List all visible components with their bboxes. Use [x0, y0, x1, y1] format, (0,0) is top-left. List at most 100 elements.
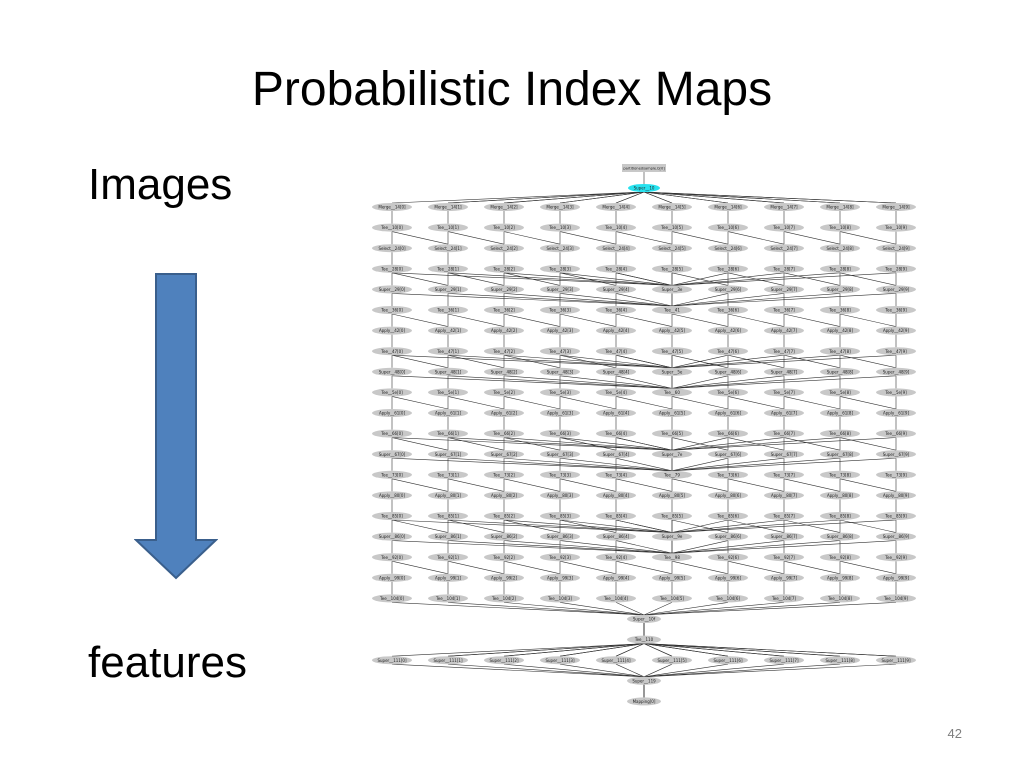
svg-text:Tee__92[7]: Tee__92[7] — [772, 555, 795, 560]
graph-node: Tee__73[2] — [484, 470, 524, 479]
svg-text:Merge__14[3]: Merge__14[3] — [546, 205, 574, 210]
graph-edge — [447, 354, 673, 369]
svg-text:Apply__61[6]: Apply__61[6] — [715, 411, 741, 416]
svg-text:Super__5e: Super__5e — [662, 369, 683, 374]
svg-text:Select__24[4]: Select__24[4] — [602, 246, 630, 251]
graph-edge — [727, 272, 785, 286]
svg-text:Tee__10[0]: Tee__10[0] — [380, 225, 403, 230]
graph-edge — [839, 272, 897, 286]
graph-node: Tee__5e[2] — [484, 388, 524, 397]
svg-text:Tee__92[9]: Tee__92[9] — [884, 555, 907, 560]
graph-node: Tee__10[1] — [428, 223, 468, 232]
graph-node: Super__29[8] — [820, 285, 860, 294]
svg-text:Tee__73[1]: Tee__73[1] — [436, 472, 459, 477]
graph-edge — [615, 560, 673, 575]
graph-node: Tee__10[6] — [708, 223, 748, 232]
svg-text:Merge__14[4]: Merge__14[4] — [602, 205, 630, 210]
graph-edge — [559, 643, 645, 657]
graph-node: Tee__73[7] — [764, 470, 804, 479]
graph-node: Tee__73[9] — [876, 470, 916, 479]
svg-text:Tee__10[8]: Tee__10[8] — [828, 225, 851, 230]
graph-node: Apply__42[6] — [708, 326, 748, 335]
graph-edge — [727, 560, 785, 575]
svg-text:Tee__36[4]: Tee__36[4] — [604, 308, 627, 313]
svg-text:Tee__47[3]: Tee__47[3] — [548, 349, 571, 354]
svg-text:Tee__92[1]: Tee__92[1] — [436, 555, 459, 560]
graph-edge — [447, 519, 673, 533]
svg-text:Tee__41: Tee__41 — [663, 308, 680, 313]
graph-node: Select__24[3] — [540, 244, 580, 253]
graph-node: Tee__104[5] — [652, 594, 692, 603]
graph-node: Tee__10[7] — [764, 223, 804, 232]
graph-node: Super__111[1] — [428, 656, 468, 665]
graph-edge — [615, 478, 673, 492]
svg-text:Tee__73[6]: Tee__73[6] — [716, 472, 739, 477]
svg-text:Select__24[1]: Select__24[1] — [434, 246, 462, 251]
svg-text:Apply__42[9]: Apply__42[9] — [883, 328, 909, 333]
graph-edge — [671, 375, 729, 389]
graph-edge — [391, 313, 449, 327]
graph-edge — [671, 560, 729, 575]
graph-edge — [503, 643, 645, 657]
graph-node: Merge__14[9] — [876, 203, 916, 211]
graph-node: Super__48[6] — [708, 367, 748, 376]
svg-text:Tee__5e[1]: Tee__5e[1] — [436, 390, 459, 395]
graph-node: Tee__92[7] — [764, 553, 804, 562]
graph-node: Merge__14[5] — [652, 203, 692, 211]
svg-text:Tee__10[6]: Tee__10[6] — [716, 225, 739, 230]
svg-text:Tee__10[1]: Tee__10[1] — [436, 225, 459, 230]
graph-edge — [839, 231, 897, 245]
graph-node: Select__24[2] — [484, 244, 524, 253]
graph-edge — [671, 540, 841, 554]
graph-node: Apply__42[1] — [428, 326, 468, 335]
svg-text:Apply__80[8]: Apply__80[8] — [827, 493, 853, 498]
slide-title: Probabilistic Index Maps — [251, 63, 773, 116]
graph-node: Tee__85[5] — [652, 512, 692, 520]
graph-node: Super__67[4] — [596, 450, 636, 459]
graph-node: Super__48[1] — [428, 367, 468, 376]
graph-node: Tee__92[0] — [372, 553, 412, 562]
svg-text:Tee__66[5]: Tee__66[5] — [660, 431, 683, 436]
graph-node: Tee__73[0] — [372, 470, 412, 479]
svg-text:Select__24[3]: Select__24[3] — [546, 246, 574, 251]
graph-edge — [503, 478, 561, 492]
svg-text:Tee__73[7]: Tee__73[7] — [772, 472, 795, 477]
svg-text:Apply__99[4]: Apply__99[4] — [603, 575, 629, 580]
svg-text:Apply__80[1]: Apply__80[1] — [435, 493, 461, 498]
svg-text:Tee__36[1]: Tee__36[1] — [436, 308, 459, 313]
graph-node: Select__24[6] — [708, 244, 748, 253]
graph-node: Apply__99[8] — [820, 573, 860, 582]
graph-node: Tee__85[8] — [820, 512, 860, 520]
svg-text:Tee__36[0]: Tee__36[0] — [380, 308, 403, 313]
svg-text:Tee__36[6]: Tee__36[6] — [716, 308, 739, 313]
graph-node: Super__111[3] — [540, 656, 580, 665]
graph-edge — [447, 519, 505, 533]
svg-text:Tee__66[1]: Tee__66[1] — [436, 431, 459, 436]
svg-text:Apply__99[5]: Apply__99[5] — [659, 575, 685, 580]
graph-edge — [447, 272, 673, 286]
graph-edge — [391, 478, 449, 492]
graph-source-node: Super__10 — [628, 184, 660, 192]
svg-text:Merge__14[7]: Merge__14[7] — [770, 205, 798, 210]
graph-node: Super__3e — [652, 285, 692, 294]
svg-text:Tee__47[1]: Tee__47[1] — [436, 349, 459, 354]
svg-text:Apply__80[5]: Apply__80[5] — [659, 493, 685, 498]
graph-node: Super__29[9] — [876, 285, 916, 294]
graph-edge — [671, 457, 841, 472]
svg-text:Merge__14[2]: Merge__14[2] — [490, 205, 518, 210]
svg-text:Tee__66[6]: Tee__66[6] — [716, 431, 739, 436]
graph-node: Tee__66[0] — [372, 429, 412, 438]
svg-text:Merge__14[0]: Merge__14[0] — [378, 205, 406, 210]
svg-text:Tee__10[5]: Tee__10[5] — [660, 225, 683, 230]
graph-node: Apply__80[3] — [540, 491, 580, 500]
graph-node: Select__24[9] — [876, 244, 916, 253]
graph-node: Tee__104[6] — [708, 594, 748, 603]
graph-node: Apply__61[3] — [540, 409, 580, 417]
svg-text:Super__29[6]: Super__29[6] — [715, 287, 742, 292]
graph-node: Apply__99[7] — [764, 573, 804, 582]
graph-edge — [503, 272, 673, 286]
graph-edge — [503, 540, 673, 554]
graph-edge — [503, 375, 673, 389]
graph-edge — [671, 540, 729, 554]
svg-text:Merge__14[6]: Merge__14[6] — [714, 205, 742, 210]
